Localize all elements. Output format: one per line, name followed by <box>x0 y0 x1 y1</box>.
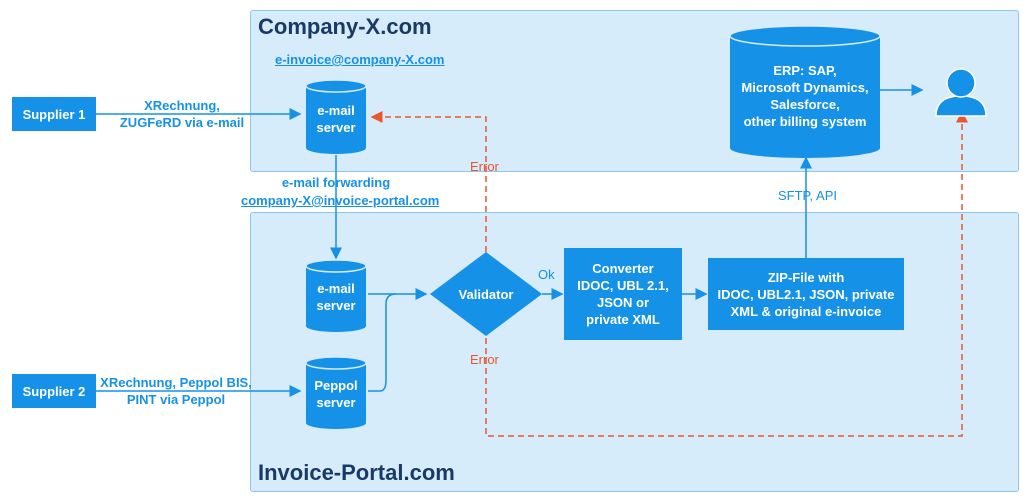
company-panel-title: Company-X.com <box>258 14 432 39</box>
converter-box[interactable]: Converter IDOC, UBL 2.1, JSON or private… <box>564 248 682 340</box>
portal-email-server-cylinder <box>305 259 367 332</box>
company-email-server-cylinder <box>305 79 367 154</box>
peppol-server-cylinder <box>305 356 367 429</box>
error-path-top <box>370 111 487 252</box>
forwarding-address[interactable]: company-X@invoice-portal.com <box>241 193 440 208</box>
error-label-bottom: Error <box>470 352 499 367</box>
supplier2-channel: XRechnung, Peppol BIS, PINT via Peppol <box>100 375 252 407</box>
company-email-address[interactable]: e-invoice@company-X.com <box>275 52 445 67</box>
portal-email-server-label[interactable]: e-mail server <box>316 281 356 313</box>
erp-label[interactable]: ERP: SAP, Microsoft Dynamics, Salesforce… <box>741 63 869 129</box>
user-icon <box>935 68 987 117</box>
supplier1-channel: XRechnung, ZUGFeRD via e-mail <box>119 98 245 130</box>
arrow-peppol-validator <box>368 293 397 392</box>
error-label-top: Error <box>470 159 499 174</box>
ok-label: Ok <box>538 267 555 282</box>
company-panel <box>250 10 1019 172</box>
validator-label[interactable]: Validator <box>458 286 514 302</box>
portal-panel-title: Invoice-Portal.com <box>258 460 455 485</box>
supplier2-box[interactable]: Supplier 2 <box>12 374 96 408</box>
validator-diamond <box>430 252 542 336</box>
supplier1-box[interactable]: Supplier 1 <box>12 97 96 131</box>
zip-box[interactable]: ZIP-File with IDOC, UBL2.1, JSON, privat… <box>708 258 904 330</box>
erp-cylinder <box>729 25 881 158</box>
company-email-server-label[interactable]: e-mail server <box>316 103 356 135</box>
transfer-label: SFTP, API <box>778 188 838 203</box>
forwarding-label: e-mail forwarding <box>281 175 391 190</box>
peppol-server-label[interactable]: Peppol server <box>314 378 358 410</box>
error-path-bottom <box>485 110 968 437</box>
